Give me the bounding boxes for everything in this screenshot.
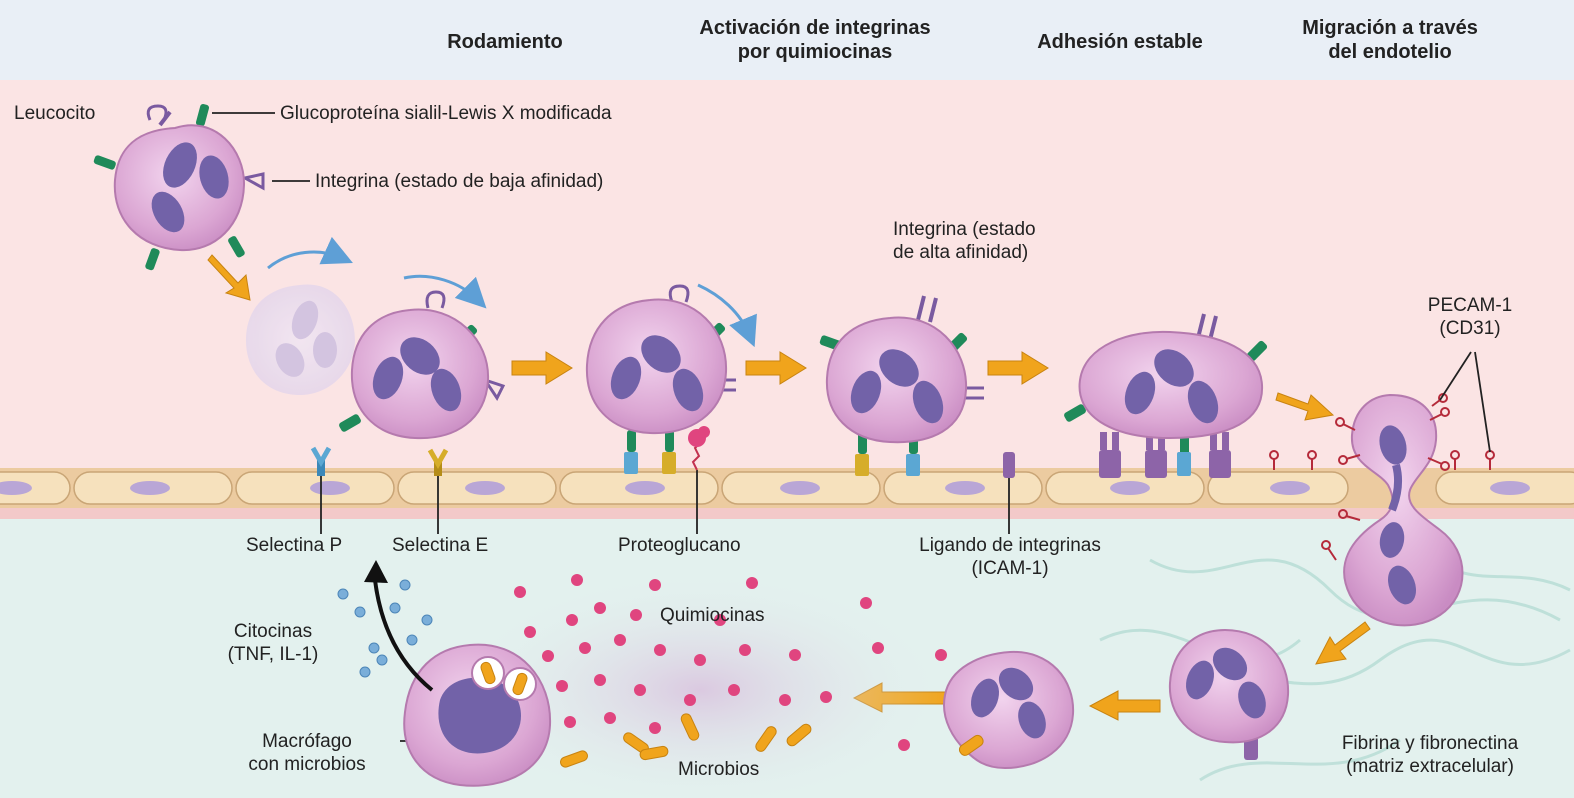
rolling-arrows [267, 236, 757, 348]
label-macrophage-line-2: con microbios [248, 754, 366, 775]
label-glycoprotein: Glucoproteína sialil-Lewis X modificada [280, 102, 612, 125]
stage-migration-header: Migración a través del endotelio [1270, 16, 1510, 64]
microbes [560, 713, 812, 768]
label-selectin-e-text: Selectina E [392, 535, 489, 556]
label-pecam-line-2: (CD31) [1439, 318, 1501, 339]
stage-activation-line-1: Activación de integrinas [699, 17, 931, 39]
chemokine-particles [514, 574, 947, 751]
label-integrin-ligand-line-2: (ICAM-1) [971, 558, 1049, 579]
label-integrin-high-affinity: Integrina (estado de alta afinidad) [893, 218, 1036, 264]
label-microbes: Microbios [678, 758, 759, 781]
leukocyte-rolling [339, 290, 506, 440]
stage-rolling-header: Rodamiento [420, 30, 590, 54]
selectin-e-molecule [427, 448, 449, 476]
leukocyte-transmigrating [1335, 393, 1464, 627]
label-microbes-text: Microbios [678, 759, 760, 780]
label-glycoprotein-text: Glucoproteína sialil-Lewis X modificada [280, 103, 612, 124]
header-band [0, 0, 1574, 80]
label-pecam-line-1: PECAM-1 [1427, 295, 1513, 316]
stage-adhesion-header: Adhesión estable [1010, 30, 1230, 54]
leukocyte-activation [585, 284, 736, 474]
label-integrin-low-text: Integrina (estado de baja afinidad) [315, 171, 604, 192]
label-integrin-high-line-1: Integrina (estado [893, 219, 1036, 240]
leukocyte-stable-adhesion [1064, 313, 1268, 478]
selectin-p-molecule [310, 446, 332, 476]
stage-rolling-text: Rodamiento [447, 31, 563, 53]
label-chemokines-text: Quimiocinas [660, 605, 765, 626]
leukocyte-ghost [245, 284, 355, 395]
label-fibrin-line-1: Fibrina y fibronectina [1341, 733, 1519, 754]
label-cytokines-line-2: (TNF, IL-1) [227, 644, 319, 665]
label-leukocyte-text: Leucocito [14, 103, 96, 124]
label-fibrin: Fibrina y fibronectina (matriz extracelu… [1310, 732, 1550, 778]
label-integrin-ligand-line-1: Ligando de integrinas [919, 535, 1101, 556]
leukocyte-in-tissue-2 [943, 650, 1075, 770]
stage-activation-line-2: por quimiocinas [737, 41, 893, 63]
label-pecam: PECAM-1 (CD31) [1405, 294, 1535, 340]
stage-activation-header: Activación de integrinas por quimiocinas [650, 16, 980, 64]
label-cytokines: Citocinas (TNF, IL-1) [208, 620, 338, 666]
label-integrin-low-affinity: Integrina (estado de baja afinidad) [315, 170, 603, 193]
cytokine-signal-arrow [373, 579, 434, 692]
leukocyte-in-tissue-1 [1168, 628, 1290, 760]
orange-flow-arrows [207, 254, 1371, 721]
label-fibrin-line-2: (matriz extracelular) [1346, 756, 1514, 777]
integrin-ligand-molecule [1003, 452, 1015, 478]
label-selectin-p-text: Selectina P [246, 535, 343, 556]
stage-migration-line-2: del endotelio [1328, 41, 1452, 63]
macrophage [403, 643, 552, 787]
label-integrin-high-line-2: de alta afinidad) [893, 242, 1029, 263]
label-macrophage-line-1: Macrófago [262, 731, 352, 752]
label-cytokines-line-1: Citocinas [233, 621, 313, 642]
leukocyte-free [93, 104, 265, 271]
label-macrophage: Macrófago con microbios [222, 730, 392, 776]
label-selectin-e: Selectina E [392, 534, 488, 557]
label-proteoglycan: Proteoglucano [618, 534, 741, 557]
label-leukocyte: Leucocito [14, 102, 95, 125]
vessel-lumen [0, 80, 1574, 470]
endothelium [0, 468, 1574, 508]
leukocyte-high-affinity [819, 295, 984, 476]
stage-adhesion-text: Adhesión estable [1037, 31, 1203, 53]
label-integrin-ligand: Ligando de integrinas (ICAM-1) [880, 534, 1140, 580]
cytokine-particles [337, 579, 433, 678]
infection-site-haze [450, 570, 950, 798]
label-chemokines: Quimiocinas [660, 604, 765, 627]
label-selectin-p: Selectina P [246, 534, 342, 557]
stage-migration-line-1: Migración a través [1302, 17, 1478, 39]
label-proteoglycan-text: Proteoglucano [618, 535, 741, 556]
